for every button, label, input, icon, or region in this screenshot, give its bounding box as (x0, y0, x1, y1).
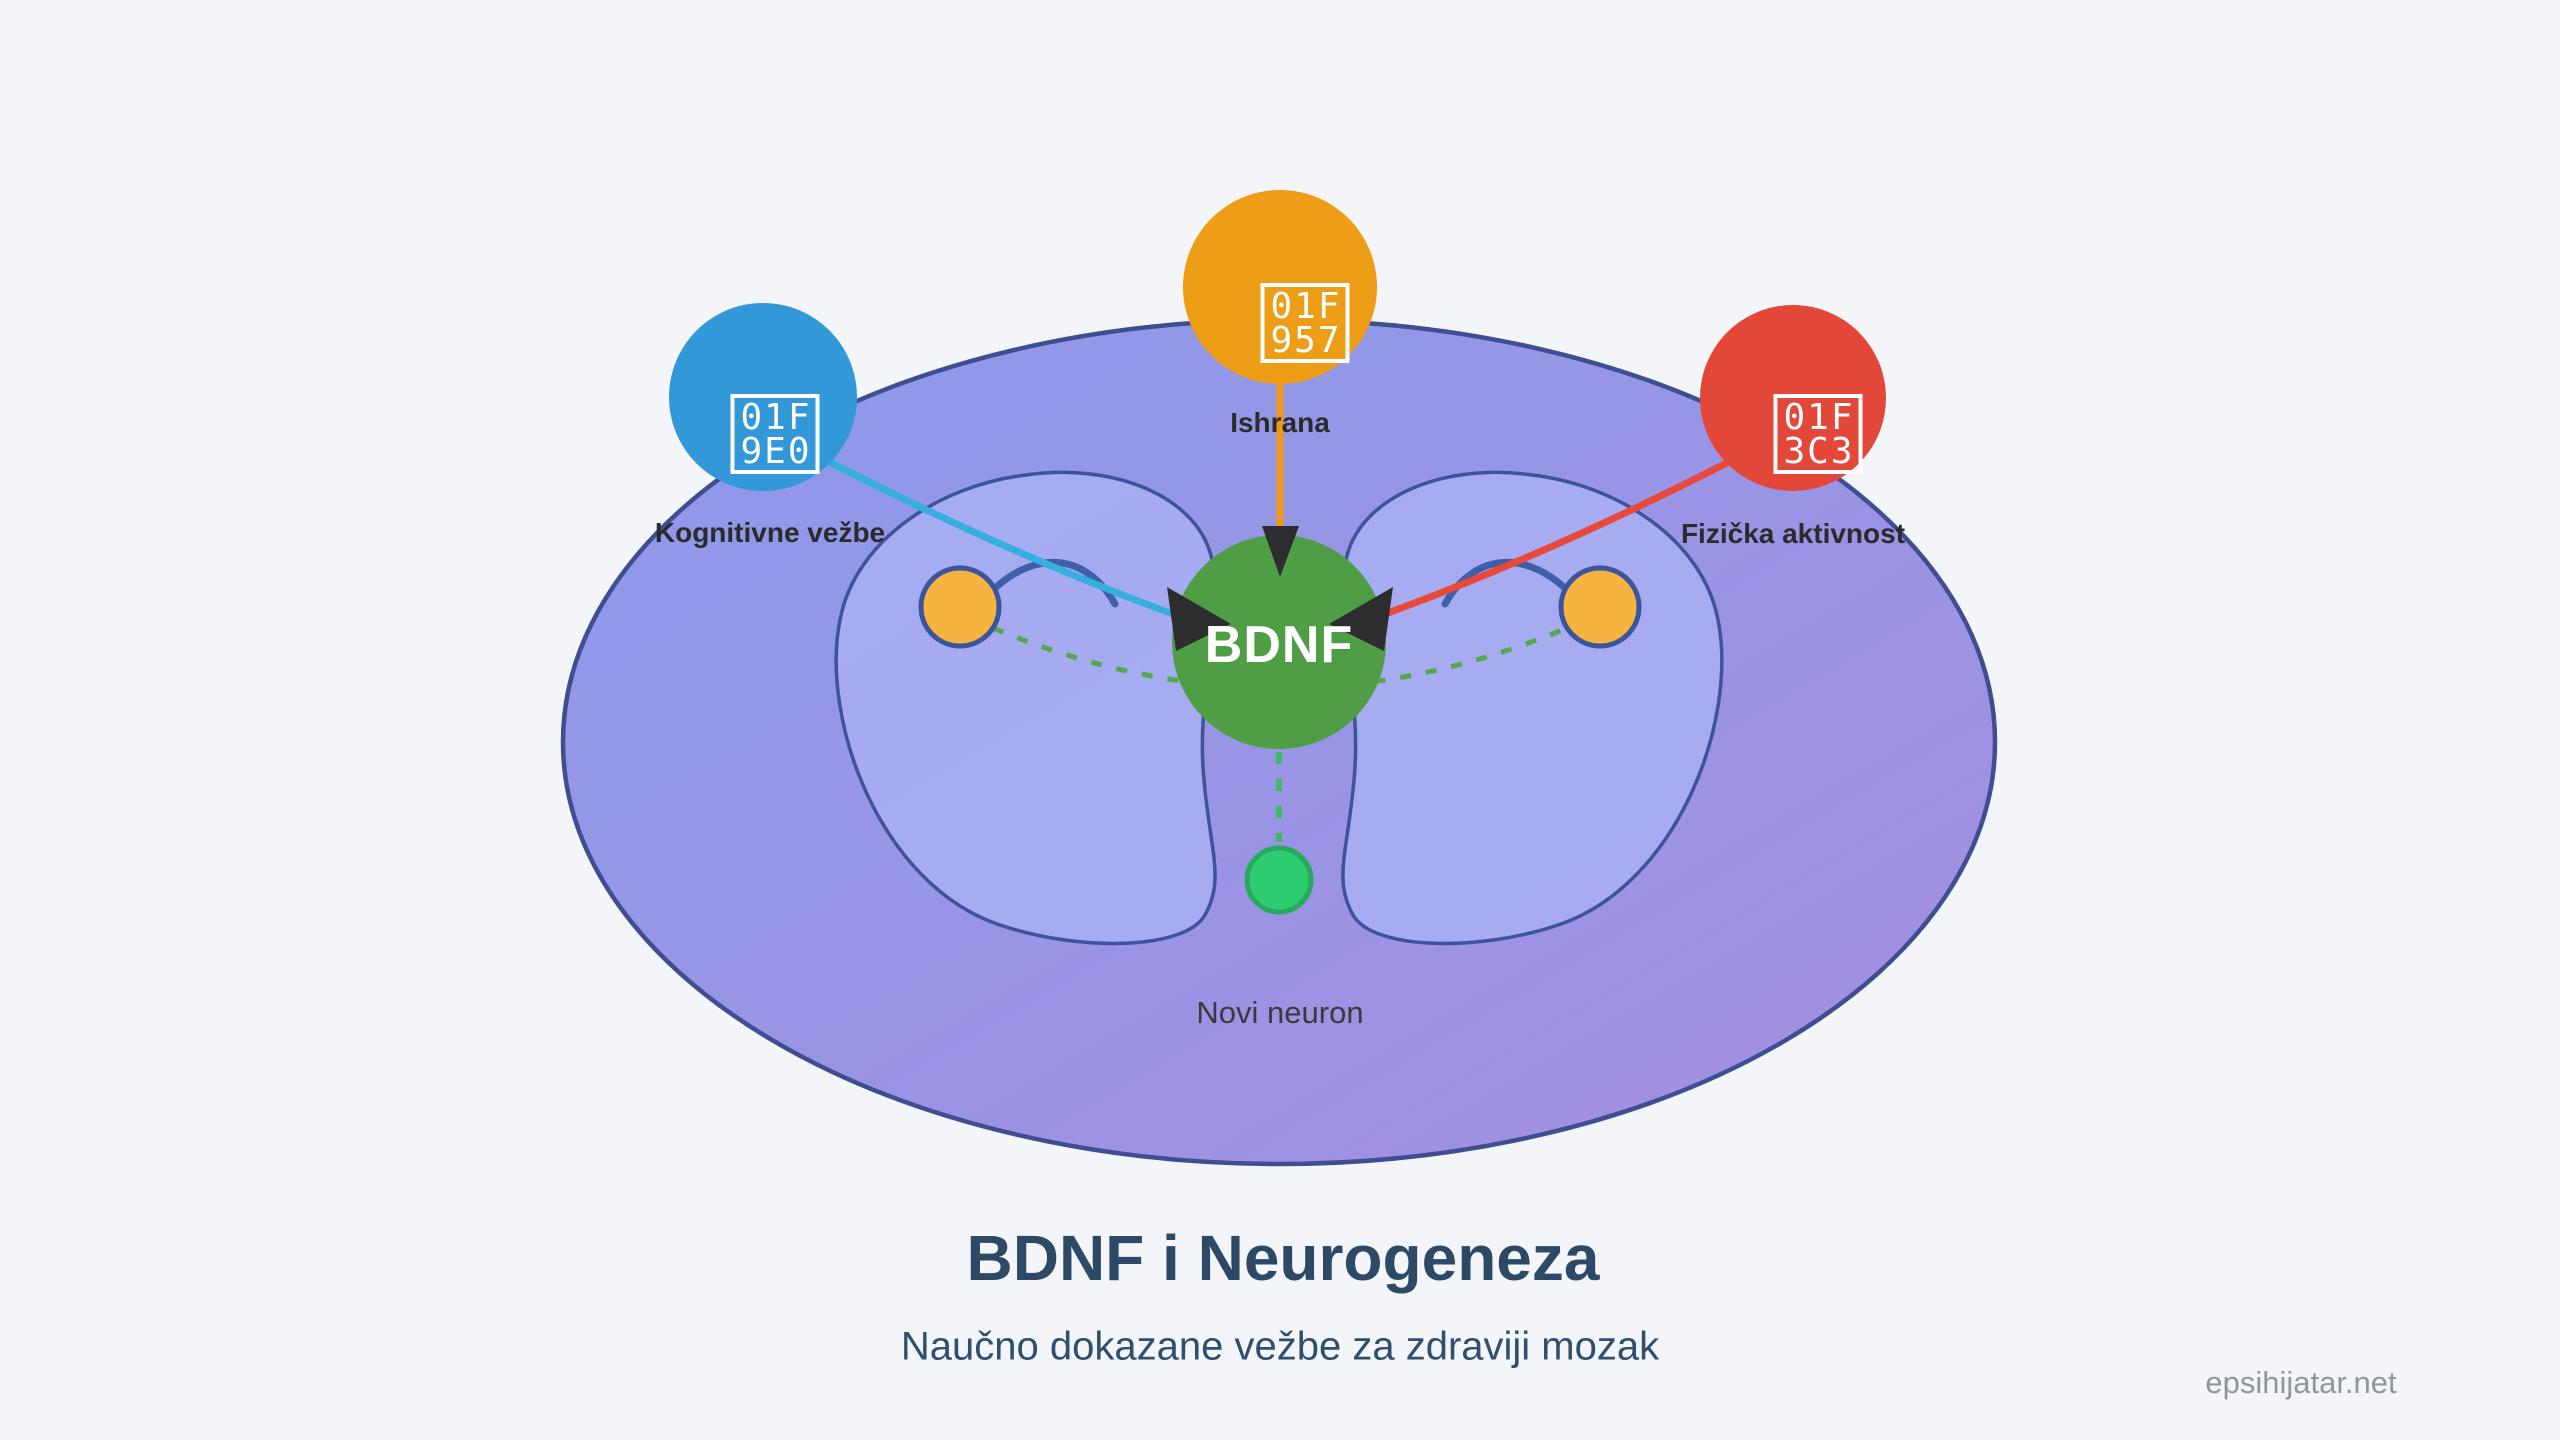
cognitive-line (808, 448, 1197, 626)
brain-emoji-placeholder-icon: 01F 9E0 (730, 394, 820, 474)
right-hippocampus-dot (1558, 565, 1642, 649)
salad-emoji-placeholder-icon: 01F 957 (1260, 283, 1350, 363)
activity-circle (1700, 305, 1886, 491)
left-hippocampus-dot (918, 565, 1002, 649)
cognitive-label: Kognitivne vežbe (654, 517, 886, 548)
bdnf-circle (1172, 535, 1386, 749)
left-arrowhead-icon (1167, 587, 1231, 651)
page-title: BDNF i Neurogeneza (966, 1222, 1600, 1294)
top-arrowhead-icon (1262, 526, 1299, 577)
activity-line (1361, 448, 1750, 626)
new-neuron-dot (1244, 845, 1314, 915)
page-subtitle: Naučno dokazane vežbe za zdraviji mozak (900, 1324, 1660, 1369)
right-arrowhead-icon (1329, 587, 1393, 651)
nutrition-label: Ishrana (1230, 407, 1330, 438)
new-neuron-label: Novi neuron (1196, 995, 1364, 1030)
runner-emoji-placeholder-icon: 01F 3C3 (1773, 394, 1863, 474)
nutrition-circle (1183, 190, 1377, 384)
watermark-text: epsihijatar.net (2205, 1365, 2397, 1400)
bdnf-label: BDNF (1204, 616, 1354, 674)
activity-label: Fizička aktivnost (1680, 518, 1906, 549)
